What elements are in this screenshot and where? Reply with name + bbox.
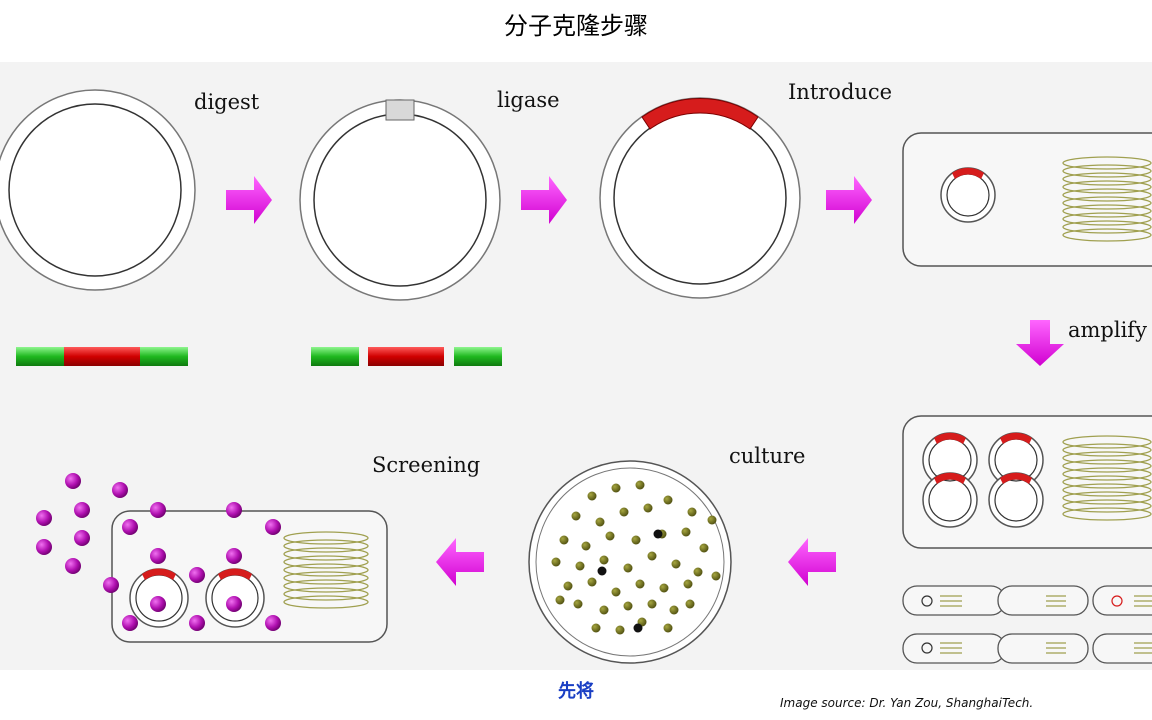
- colony: [611, 483, 621, 493]
- host-cell-transformed: [902, 132, 1152, 267]
- colony: [693, 567, 703, 577]
- probe-bead: [65, 473, 81, 489]
- probe-bead: [189, 567, 205, 583]
- probe-bead: [226, 548, 242, 564]
- probe-bead: [122, 615, 138, 631]
- probe-beads: [36, 473, 281, 631]
- colony: [555, 595, 565, 605]
- probe-bead: [226, 596, 242, 612]
- step-label-culture: culture: [729, 444, 806, 468]
- step-label-screening: Screening: [372, 453, 481, 477]
- colony: [587, 577, 597, 587]
- colony: [591, 623, 601, 633]
- colony: [659, 583, 669, 593]
- probe-bead: [265, 615, 281, 631]
- plasmid-ligase: [299, 99, 501, 301]
- colony: [605, 531, 615, 541]
- step-label-amplify: amplify: [1068, 318, 1147, 342]
- colony: [559, 535, 569, 545]
- dna-fragment-full: [16, 347, 188, 366]
- colony: [571, 511, 581, 521]
- host-cell-amplified: [902, 415, 1152, 549]
- arrow-right-3: [826, 176, 872, 224]
- image-credit: Image source: Dr. Yan Zou, ShanghaiTech.: [780, 696, 1034, 710]
- plasmid-recombinant: [599, 97, 801, 299]
- colony: [623, 563, 633, 573]
- colony: [599, 605, 609, 615]
- colony-positive: [597, 566, 607, 576]
- colony: [635, 480, 645, 490]
- subtitle-caption: 先将: [558, 681, 594, 702]
- colony: [669, 605, 679, 615]
- colony: [587, 491, 597, 501]
- probe-bead: [65, 558, 81, 574]
- dna-fragments-cut: [311, 347, 502, 366]
- colony: [619, 507, 629, 517]
- step-label-digest: digest: [194, 90, 260, 114]
- colony: [563, 581, 573, 591]
- colony: [685, 599, 695, 609]
- colony: [595, 517, 605, 527]
- colony: [551, 557, 561, 567]
- probe-bead: [74, 502, 90, 518]
- arrow-left-1: [788, 538, 836, 586]
- probe-bead: [112, 482, 128, 498]
- colony-positive: [653, 529, 663, 539]
- probe-bead: [226, 502, 242, 518]
- colony: [671, 559, 681, 569]
- colony: [687, 507, 697, 517]
- probe-bead: [150, 596, 166, 612]
- colony-positive: [633, 623, 643, 633]
- small-cells: [902, 585, 1152, 664]
- probe-bead: [189, 615, 205, 631]
- colony: [707, 515, 717, 525]
- probe-bead: [122, 519, 138, 535]
- arrow-left-2: [436, 538, 484, 586]
- step-label-introduce: Introduce: [788, 80, 893, 104]
- probe-bead: [150, 548, 166, 564]
- colony: [663, 623, 673, 633]
- colony: [711, 571, 721, 581]
- probe-bead: [36, 510, 52, 526]
- colony: [647, 551, 657, 561]
- arrow-right-1: [226, 176, 272, 224]
- colony: [699, 543, 709, 553]
- colony: [623, 601, 633, 611]
- colony: [663, 495, 673, 505]
- colony: [647, 599, 657, 609]
- colony: [581, 541, 591, 551]
- screening-cell: [111, 510, 388, 643]
- colonies: [551, 480, 721, 635]
- probe-bead: [74, 530, 90, 546]
- colony: [631, 535, 641, 545]
- colony: [615, 625, 625, 635]
- probe-bead: [103, 577, 119, 593]
- colony: [643, 503, 653, 513]
- colony: [611, 587, 621, 597]
- colony: [573, 599, 583, 609]
- colony: [635, 579, 645, 589]
- arrow-right-2: [521, 176, 567, 224]
- arrow-down-amplify: [1016, 320, 1064, 366]
- colony: [599, 555, 609, 565]
- probe-bead: [150, 502, 166, 518]
- small-cell-contents: [921, 595, 1152, 654]
- probe-bead: [265, 519, 281, 535]
- step-label-ligase: ligase: [497, 88, 560, 112]
- page-title: 分子克隆步骤: [504, 12, 648, 40]
- colony: [683, 579, 693, 589]
- plasmid-digest: [0, 89, 196, 291]
- colony: [575, 561, 585, 571]
- colony: [681, 527, 691, 537]
- probe-bead: [36, 539, 52, 555]
